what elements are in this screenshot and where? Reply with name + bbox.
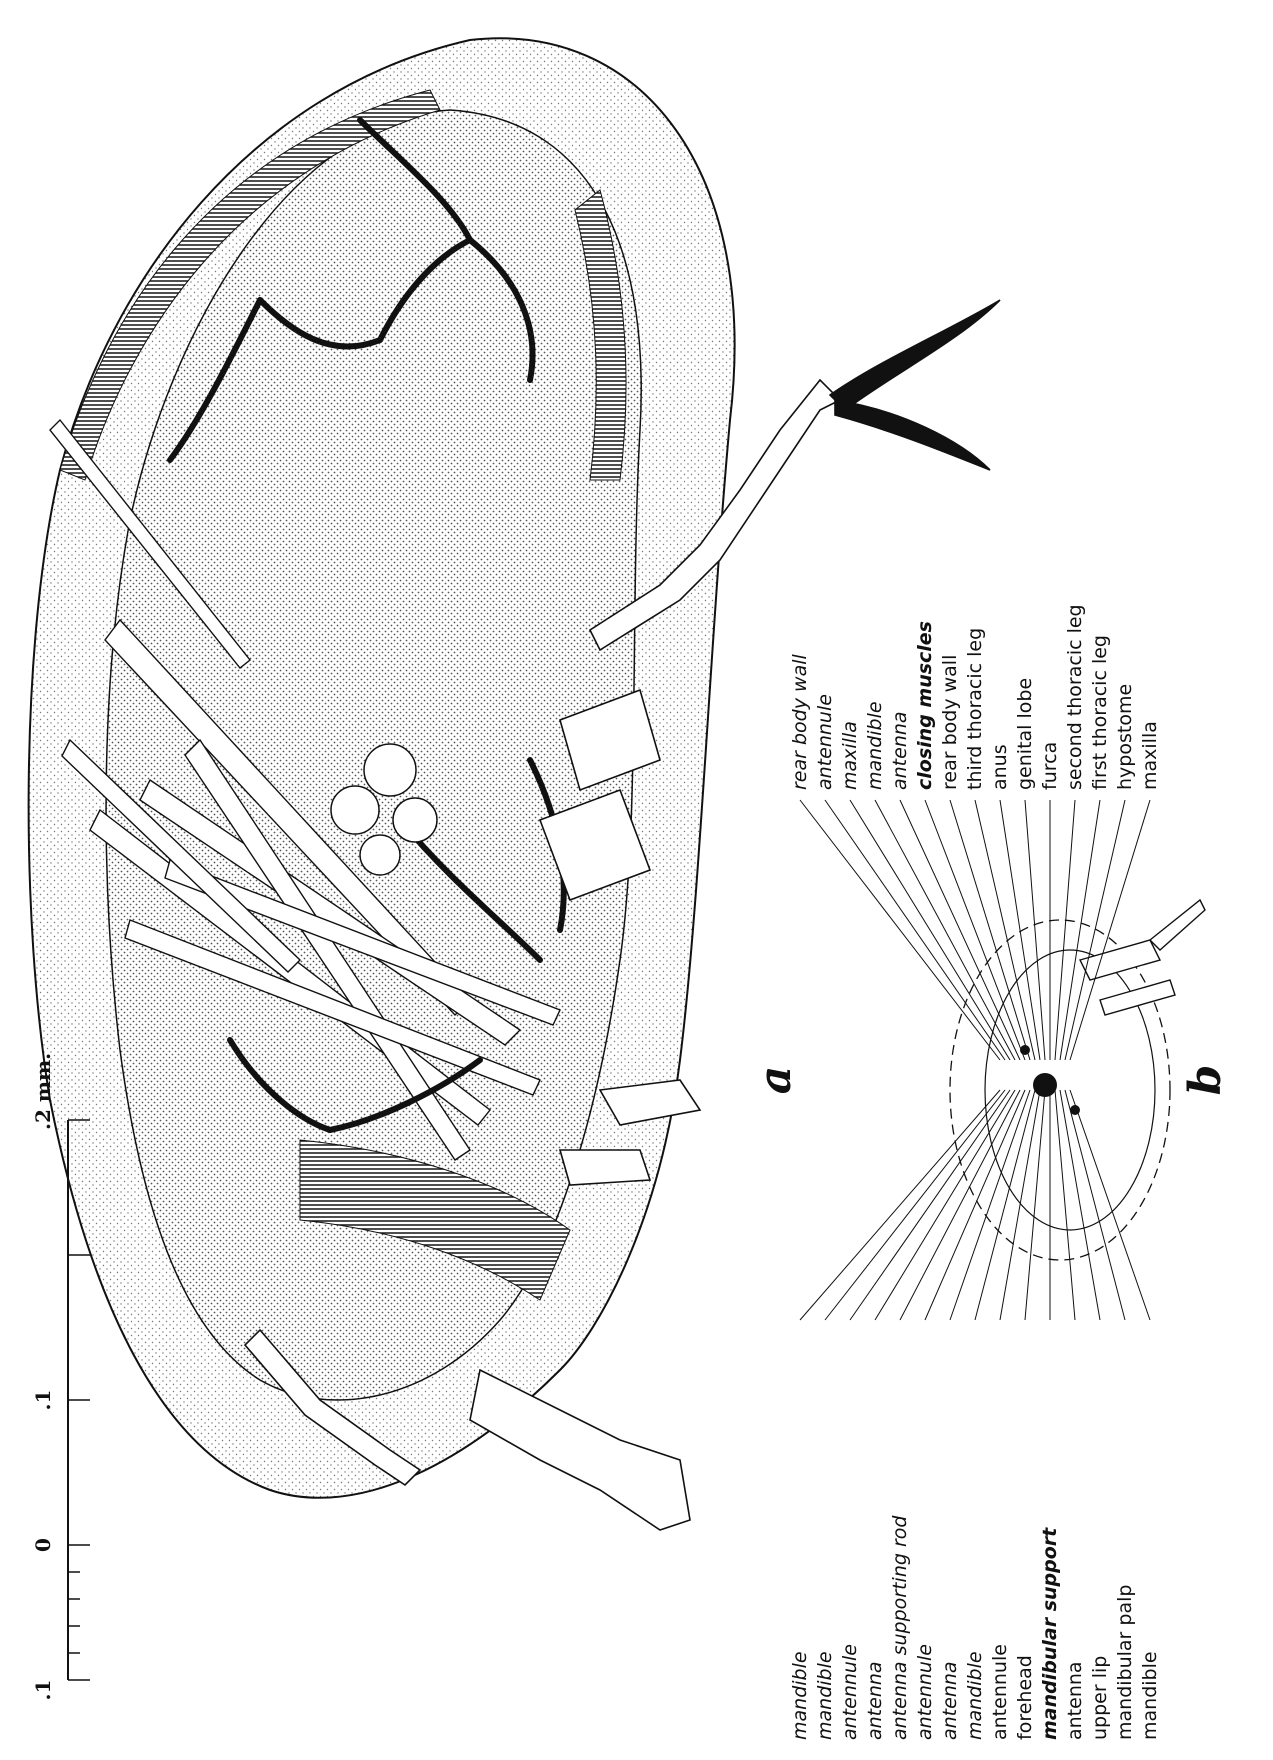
label-left-7: antenna [939,1661,961,1740]
label-right-15: maxilla [1139,721,1161,790]
scale-tick-0: 0 [31,1538,55,1552]
label-left-9: antennule [989,1644,1011,1740]
panel-a-label: a [750,1066,801,1095]
label-left-8: mandible [964,1651,986,1740]
label-right-4: mandible [864,701,886,790]
label-left-3: antennule [839,1644,861,1740]
label-right-6: closing muscles [914,621,936,790]
label-right-5: antenna [889,711,911,790]
labels-left-group: mandible mandible antennule antenna ante… [789,1515,1161,1740]
panel-b-drawing: b [800,800,1231,1320]
label-right-2: antennule [814,694,836,790]
label-left-12: antenna [1064,1661,1086,1740]
label-right-8: third thoracic leg [964,628,986,790]
label-right-3: maxilla [839,721,861,790]
label-right-14: hypostome [1114,684,1136,790]
label-right-12: second thoracic leg [1064,604,1086,790]
label-left-14: mandibular palp [1114,1585,1136,1740]
label-right-11: furca [1039,742,1061,790]
label-left-15: mandible [1139,1651,1161,1740]
panel-b-label: b [1180,1065,1231,1096]
label-right-1: rear body wall [789,654,811,790]
labels-right-group: rear body wall antennule maxilla mandibl… [789,604,1161,790]
scale-tick-01: .1 [31,1390,55,1411]
label-left-1: mandible [789,1651,811,1740]
label-left-6: antennule [914,1644,936,1740]
label-right-10: genital lobe [1014,678,1036,790]
label-right-9: anus [989,744,1011,790]
label-left-5: antenna supporting rod [889,1515,911,1740]
label-right-13: first thoracic leg [1089,635,1111,790]
label-right-7: rear body wall [939,655,961,790]
label-left-11: mandibular support [1039,1527,1061,1740]
scale-tick-neg01: .1 [31,1680,55,1701]
label-left-13: upper lip [1089,1656,1111,1740]
label-left-2: mandible [814,1651,836,1740]
label-left-10: forehead [1014,1655,1036,1740]
label-left-4: antenna [864,1661,886,1740]
scale-tick-02: .2 mm. [31,1053,55,1130]
